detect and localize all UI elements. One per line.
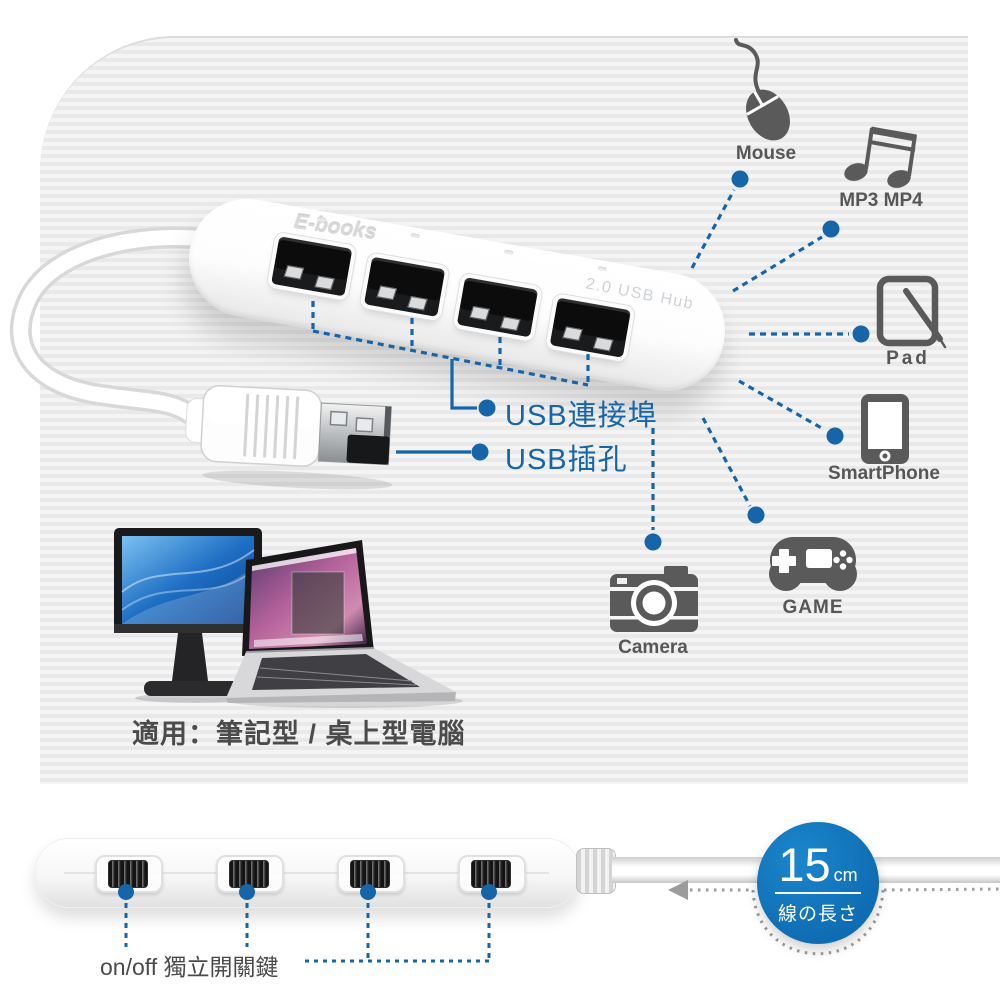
cable-length-caption: 線の長さ (777, 903, 858, 925)
usb-port-1 (271, 236, 353, 297)
smartphone-label: SmartPhone (828, 463, 940, 484)
badge-divider (775, 891, 861, 894)
port-switch-4 (458, 855, 526, 893)
port-switch-2 (216, 855, 284, 893)
compatibility-caption: 適用：筆記型 / 桌上型電腦 (132, 719, 466, 749)
usb-port-3 (456, 277, 539, 338)
port-switch-1 (95, 855, 163, 893)
usb-port-4 (549, 297, 631, 358)
case-seam-mark (410, 233, 420, 239)
game-label: GAME (782, 597, 844, 618)
port-switch-3 (337, 855, 405, 893)
hub-bottom-view (35, 838, 580, 908)
mouse-label: Mouse (735, 143, 797, 164)
usb-plug-annotation: USB插孔 (505, 444, 628, 476)
mp3-label: MP3 MP4 (839, 190, 923, 211)
usb-ports-annotation: USB連接埠 (505, 400, 658, 432)
cable-length-value: 15 (778, 837, 831, 891)
cable-ferrule (576, 848, 616, 894)
switch-annotation: on/off 獨立開關鍵 (100, 954, 279, 980)
case-seam-mark (503, 249, 514, 256)
measure-arrow-left (668, 880, 688, 900)
striped-background-panel (40, 36, 968, 784)
case-seam-mark (597, 266, 608, 272)
cable-length-badge: 15 cm 線の長さ (757, 822, 879, 944)
cable-length-unit: cm (833, 864, 858, 885)
camera-label: Camera (618, 637, 688, 658)
usb-port-2 (364, 256, 446, 317)
case-seam-line (64, 872, 549, 874)
pad-label: Pad (886, 348, 930, 369)
